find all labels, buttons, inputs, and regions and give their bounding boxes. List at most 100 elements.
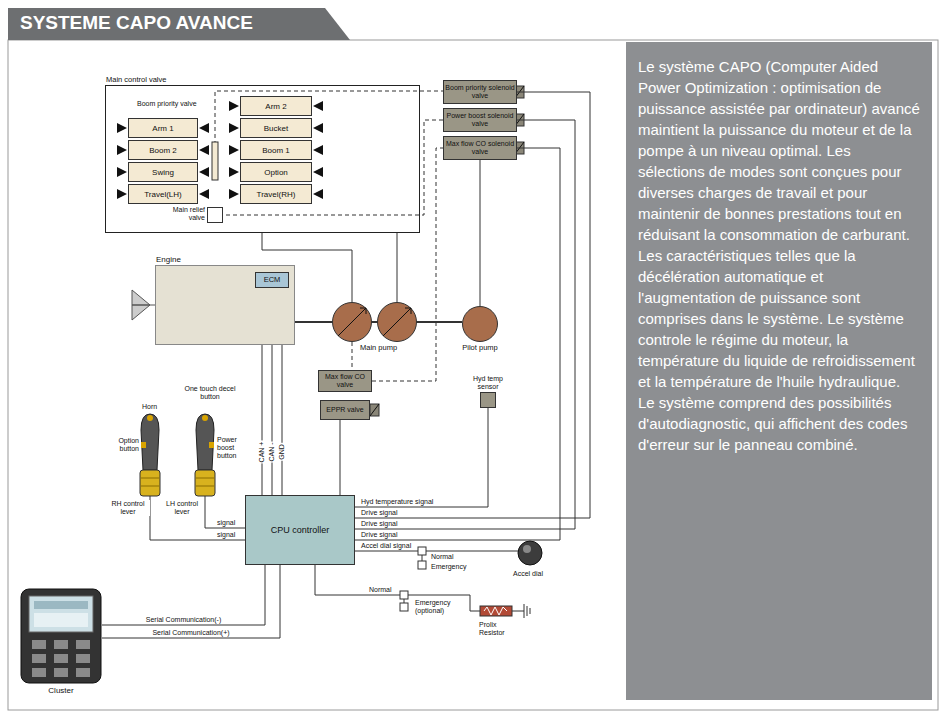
- edge-label: Serial Communication(+): [151, 629, 230, 637]
- pilot-port: [313, 101, 323, 111]
- pilot-port: [199, 145, 209, 155]
- switch-symbol: [418, 547, 426, 555]
- pump-symbol: [462, 306, 498, 342]
- connector: [355, 148, 560, 540]
- valve-section: Arm 1: [128, 118, 198, 138]
- ecm-box: ECM: [255, 272, 289, 288]
- valve-section: Travel(LH): [128, 184, 198, 204]
- part-label: Drive signal: [360, 520, 399, 528]
- pilot-port: [229, 101, 239, 111]
- pilot-port: [117, 145, 127, 155]
- pilot-port: [117, 189, 127, 199]
- relief-valve: Main relief valve: [207, 207, 223, 223]
- title: SYSTEME CAPO AVANCE: [20, 11, 253, 35]
- part-label: One touch decel button: [183, 385, 237, 401]
- part-label: Drive signal: [360, 531, 399, 539]
- part-label: Drive signal: [360, 509, 399, 517]
- signal-wire: [150, 496, 245, 540]
- pilot-port: [313, 189, 323, 199]
- part-label: Boom priority valve: [136, 100, 198, 108]
- pilot-port: [229, 145, 239, 155]
- node-label: Boom 1: [262, 146, 290, 155]
- pilot-port: [117, 123, 127, 133]
- part-label: Hyd temperature signal: [360, 498, 434, 506]
- pump-symbol: [330, 302, 420, 342]
- node-label: Bucket: [264, 124, 288, 133]
- solenoid-coil: [370, 86, 524, 416]
- part-label: RH control lever: [106, 500, 150, 516]
- edge-label: Serial Communication(-): [145, 616, 222, 624]
- node-label: CPU controller: [271, 525, 330, 535]
- valve-section: Option: [240, 162, 312, 182]
- pilot-port: [199, 189, 209, 199]
- valve-section: Boom 2: [128, 140, 198, 160]
- valve-section: Bucket: [240, 118, 312, 138]
- part-label: LH control lever: [160, 500, 204, 516]
- part-label: Accel dial signal: [360, 542, 412, 550]
- pilot-port: [313, 123, 323, 133]
- pilot-port: [117, 167, 127, 177]
- part-label: Power boost button: [216, 436, 250, 460]
- node-label: Pilot pump: [462, 344, 497, 353]
- frame: [8, 40, 938, 710]
- pilot-line: [215, 91, 445, 142]
- node-label: Hyd temp sensor: [468, 375, 508, 391]
- control-line: [352, 342, 353, 370]
- cluster: Cluster: [20, 588, 102, 684]
- switch-symbol: [418, 561, 426, 569]
- node-label: Travel(RH): [257, 190, 296, 199]
- part-label: signal: [216, 531, 236, 539]
- part-label: Normal: [368, 586, 393, 594]
- valve-section: Swing: [128, 162, 198, 182]
- connector: [102, 565, 280, 638]
- node-label: Boom priority solenoid valve: [444, 84, 516, 100]
- node-label: Cluster: [48, 686, 73, 695]
- accel-dial-knob: [523, 545, 531, 553]
- node-label: ECM: [264, 276, 281, 285]
- part-label: CAN +: [258, 441, 266, 464]
- boom-priority-valve: [212, 142, 218, 180]
- part-label: Option button: [104, 437, 140, 453]
- resistor-symbol: [480, 606, 512, 616]
- cpu-controller: CPU controller: [245, 495, 355, 565]
- pilot-port: [229, 123, 239, 133]
- engine: EngineECM: [155, 265, 295, 345]
- pilot-port: [313, 145, 323, 155]
- caption: Le système CAPO (Computer Aided Power Op…: [638, 56, 920, 455]
- node-label: Swing: [152, 168, 174, 177]
- connector: [102, 565, 265, 625]
- node-label: Main pump: [360, 344, 397, 353]
- solenoid-valve: Boom priority solenoid valve: [443, 80, 517, 104]
- node-label: Option: [264, 168, 288, 177]
- part-label: Prolix Resistor: [478, 621, 520, 637]
- cluster-panel: [20, 588, 102, 684]
- solenoid-valve: Power boost solenoid valve: [443, 108, 517, 132]
- connector: [480, 160, 481, 306]
- control-lever: [140, 414, 215, 496]
- caption-panel: Le système CAPO (Computer Aided Power Op…: [626, 42, 932, 700]
- connector: [397, 233, 398, 302]
- valve-section: Arm 2: [240, 96, 312, 116]
- connector: [355, 408, 488, 507]
- pilot-port: [229, 189, 239, 199]
- title-banner: [8, 8, 350, 40]
- part-label: Emergency (optional): [414, 599, 458, 615]
- node-label: Max flow CO solenoid valve: [444, 140, 516, 156]
- resistor-zigzag: [484, 607, 507, 615]
- node-label: Arm 1: [152, 124, 173, 133]
- valve-section: Boom 1: [240, 140, 312, 160]
- node-label: Max flow CO valve: [319, 373, 371, 389]
- connector: [355, 120, 575, 529]
- node-label: Arm 2: [265, 102, 286, 111]
- node-label: Engine: [156, 255, 181, 264]
- node-label: Travel(LH): [144, 190, 181, 199]
- part-label: signal: [216, 519, 236, 527]
- accel-dial: [518, 541, 542, 565]
- pilot-pump: Pilot pump: [462, 306, 498, 342]
- main-pump: Main pump: [330, 302, 420, 342]
- temp-sensor: Hyd temp sensor: [480, 392, 496, 408]
- signal-wire: [315, 565, 530, 618]
- part-label: Horn: [141, 403, 158, 411]
- valve-box: EPPR valve: [320, 400, 370, 420]
- node-label: Main control valve: [106, 76, 166, 85]
